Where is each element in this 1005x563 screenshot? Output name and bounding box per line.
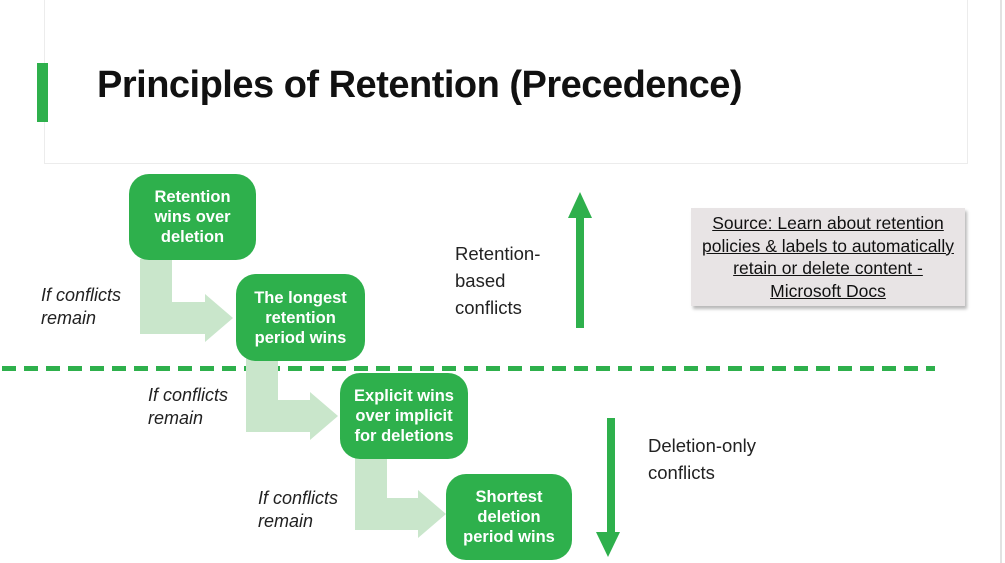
source-box: Source: Learn about retention policies &… bbox=[691, 208, 965, 306]
if-conflicts-remain-label-3: If conflicts remain bbox=[258, 488, 339, 531]
title-accent-bar bbox=[37, 63, 48, 122]
retention-based-conflicts-label: Retention-based conflicts bbox=[455, 243, 541, 318]
slide-right-edge bbox=[1000, 0, 1002, 563]
retention-up-arrow bbox=[568, 192, 592, 328]
elbow-connector-2 bbox=[246, 358, 338, 440]
flow-box-shortest-deletion: Shortest deletion period wins bbox=[446, 474, 572, 560]
flow-box-explicit-wins: Explicit wins over implicit for deletion… bbox=[340, 373, 468, 459]
if-conflicts-remain-label-1: If conflicts remain bbox=[41, 285, 122, 328]
deletion-down-arrow bbox=[596, 418, 620, 557]
source-link[interactable]: Source: Learn about retention policies &… bbox=[702, 213, 954, 301]
flow-box-longest-retention: The longest retention period wins bbox=[236, 274, 365, 361]
deletion-only-conflicts-label: Deletion-only conflicts bbox=[648, 435, 756, 483]
flow-box-retention-wins: Retention wins over deletion bbox=[129, 174, 256, 260]
elbow-connector-1 bbox=[140, 259, 233, 342]
page-title: Principles of Retention (Precedence) bbox=[97, 64, 743, 106]
dashed-divider-line bbox=[2, 366, 935, 371]
if-conflicts-remain-label-2: If conflicts remain bbox=[148, 385, 229, 428]
elbow-connector-3 bbox=[355, 456, 446, 538]
title-card bbox=[44, 0, 968, 164]
